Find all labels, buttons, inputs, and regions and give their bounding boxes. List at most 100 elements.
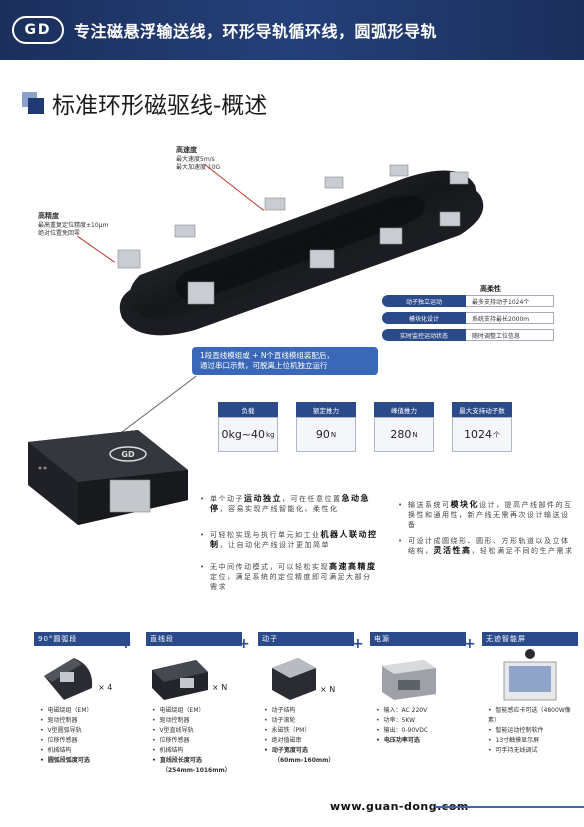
- spec-label: 负载: [218, 402, 278, 417]
- flexibility-row: 模块化设计 系统支持最长2000m: [382, 312, 554, 324]
- component-item: V型直线导轨: [152, 726, 242, 736]
- bullet-dot-icon: •: [200, 531, 206, 539]
- bullet-bold: 高速高精度: [329, 562, 377, 571]
- component-item-option: 动子宽度可选: [264, 746, 354, 756]
- callout-high-speed: 高速度 最大速度5m/s 最大加速度 10G: [176, 146, 220, 172]
- component-title: 90°圆弧段: [34, 632, 130, 646]
- callout-high-precision-line: 绝对位置免回零: [38, 230, 81, 237]
- bullet-dot-icon: •: [200, 563, 206, 571]
- callout-high-precision-heading: 高精度: [38, 212, 59, 220]
- component-title: 直线段: [146, 632, 242, 646]
- component-arc-segment: 90°圆弧段 × 4 电磁绕组（EM） 驱动控制器 V型圆弧导轨 位移传感器 机…: [34, 632, 130, 802]
- linear-module-illustration: GD: [28, 430, 188, 525]
- arc-segment-icon: × 4: [44, 658, 112, 700]
- square-bullet-icon: [22, 92, 44, 114]
- bullet-text: 可轻松实现与执行单元如工业: [210, 531, 321, 539]
- component-image: × N: [258, 646, 354, 706]
- footer-accent-bar: [435, 806, 584, 808]
- callout-high-precision-line: 最高重复定位精度±10μm: [38, 222, 109, 229]
- mover-block: [117, 249, 141, 269]
- bullet-bold: 急动急停: [210, 494, 370, 513]
- section-title-text: 标准环形磁驱线-概述: [52, 93, 268, 119]
- component-item-option: 直线段长度可选: [152, 756, 242, 766]
- component-item: 输入：AC 220V: [376, 706, 466, 716]
- bullet-text: ，轻松满足不同的生产需求: [471, 547, 574, 555]
- plus-icon: +: [352, 636, 364, 652]
- component-item: 电磁绕组（EM）: [40, 706, 130, 716]
- bullet-text: ，可在任意位置: [282, 495, 342, 503]
- flexibility-value: 系统支持最长2000m: [466, 312, 554, 324]
- component-list: 智能感应卡可选（4800W像素） 智能运动控制软件 13寸触摸显示屏 可手持无线…: [482, 706, 578, 756]
- component-title: 无迹智能屏: [482, 632, 578, 646]
- spec-unit: 个: [493, 430, 500, 439]
- spec-unit: N: [412, 430, 418, 439]
- ring-track-illustration: [117, 164, 484, 336]
- component-item-option: 电压功率可选: [376, 736, 466, 746]
- component-image: [370, 646, 466, 706]
- component-multiplier: × 4: [98, 683, 112, 692]
- component-item: 驱动控制器: [40, 716, 130, 726]
- feature-bullet: • 单个动子运动独立，可在任意位置急动急停，容易实现产线智能化、柔性化: [200, 494, 378, 514]
- component-list: 输入：AC 220V 功率：5KW 输出：0-90VDC 电压功率可选: [370, 706, 466, 746]
- spec-value: 1024: [464, 428, 492, 441]
- component-image: [482, 646, 578, 706]
- component-title: 电源: [370, 632, 466, 646]
- component-image: × 4: [34, 646, 130, 706]
- feature-bullet: • 可轻松实现与执行单元如工业机器人联动控制，让自动化产线设计更加简单: [200, 530, 378, 550]
- feature-bullet: • 可设计成圆绕形、圆形、方形轨道以及立体结构，灵活性高，轻松满足不同的生产需求: [398, 536, 574, 556]
- info-bubble: 1段直线模组或 + N个直线模组装配后， 通过串口示数，可脱离上位机独立运行: [192, 347, 378, 375]
- component-smart-screen: 无迹智能屏 智能感应卡可选（4800W像素） 智能运动控制软件 13寸触摸显示屏…: [482, 632, 578, 802]
- bullet-dot-icon: •: [398, 537, 404, 545]
- plus-icon: +: [464, 636, 476, 652]
- flexibility-row: 动子独立运动 最多支持动子1024个: [382, 295, 554, 307]
- smart-screen-icon: [503, 649, 557, 701]
- spec-value: 90: [315, 428, 330, 441]
- module-logo-text: GD: [121, 450, 135, 459]
- callout-high-speed-heading: 高速度: [176, 146, 197, 154]
- component-item: 机械结构: [40, 746, 130, 756]
- component-item: 功率：5KW: [376, 716, 466, 726]
- component-image: × N: [146, 646, 242, 706]
- mover-icon: × N: [272, 658, 335, 700]
- callout-high-speed-line: 最大加速度 10G: [176, 164, 221, 171]
- bullet-bold: 机器人联动控制: [210, 530, 378, 549]
- bullet-text: 无中间传动模式，可以轻松实现: [210, 563, 329, 571]
- spec-value: 280: [390, 428, 412, 441]
- component-item: 动子结构: [264, 706, 354, 716]
- bullet-text: 可设计成圆绕形、圆形、方形轨道以及立体结构，: [408, 537, 570, 555]
- footer-website-link[interactable]: www.guan-dong.com: [330, 800, 469, 813]
- flexibility-row: 实时监控运动状态 随时调整工位信息: [382, 329, 554, 341]
- bullet-bold: 运动独立: [244, 494, 282, 503]
- component-multiplier: × N: [320, 685, 335, 694]
- bullet-text: 输送系统可: [408, 501, 451, 509]
- component-linear-segment: 直线段 × N 电磁绕组（EM） 驱动控制器 V型直线导轨 位移传感器 机械结构…: [146, 632, 242, 802]
- component-item: 智能运动控制软件: [488, 726, 578, 736]
- bullet-dot-icon: •: [398, 501, 404, 509]
- bubble-line: 1段直线模组或 + N个直线模组装配后，: [200, 351, 334, 360]
- component-item: V型圆弧导轨: [40, 726, 130, 736]
- flexibility-tag: 动子独立运动: [382, 295, 466, 307]
- component-item: 电磁绕组（EM）: [152, 706, 242, 716]
- component-item: 位移传感器: [40, 736, 130, 746]
- component-item: 可手持无线调试: [488, 746, 578, 756]
- bullet-text: ，让自动化产线设计更加简单: [219, 541, 330, 549]
- bullet-text: 定位，满足系统的定位精度即可满足大部分需求: [210, 573, 372, 591]
- component-item: 输出：0-90VDC: [376, 726, 466, 736]
- component-multiplier: × N: [212, 683, 227, 692]
- component-power-supply: 电源 输入：AC 220V 功率：5KW 输出：0-90VDC 电压功率可选: [370, 632, 466, 802]
- component-title: 动子: [258, 632, 354, 646]
- bullet-text: ，容易实现产线智能化、柔性化: [219, 505, 339, 513]
- linear-segment-icon: × N: [152, 660, 227, 700]
- company-logo: GD: [12, 16, 64, 44]
- callout-high-speed-line: 最大速度5m/s: [176, 156, 215, 163]
- component-item: 永磁铁（PM）: [264, 726, 354, 736]
- flexibility-value: 随时调整工位信息: [466, 329, 554, 341]
- plus-icon: +: [120, 636, 132, 652]
- component-item: 智能感应卡可选（4800W像素）: [488, 706, 578, 726]
- flexibility-tag: 模块化设计: [382, 312, 466, 324]
